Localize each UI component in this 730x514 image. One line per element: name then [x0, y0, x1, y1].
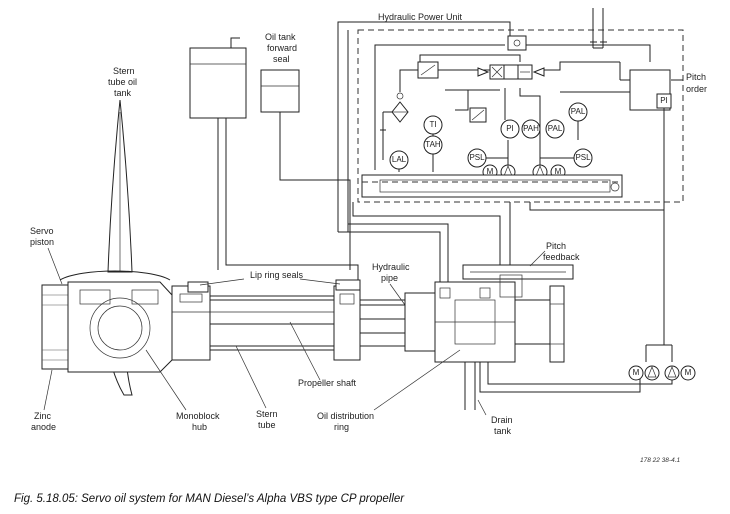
hpu-to-od-box-piping: [338, 202, 664, 290]
zinc-anode-label-1: Zinc: [34, 411, 52, 421]
hpu-tank-heater: [379, 179, 611, 193]
hpu-supply-pipes: [590, 8, 607, 49]
svg-text:TI: TI: [429, 120, 436, 129]
svg-text:M: M: [555, 167, 562, 176]
oil-tank-fwd-label-3: seal: [273, 54, 290, 64]
hpu-internal-piping: [337, 21, 651, 232]
svg-text:PSL: PSL: [469, 153, 485, 162]
standby-pumps: M M: [628, 210, 696, 381]
hydraulic-pipe-label-1: Hydraulic: [372, 262, 410, 272]
servo-piston-label-2: piston: [30, 237, 54, 247]
svg-text:PSL: PSL: [575, 153, 591, 162]
hydraulic-power-unit-boundary: [357, 29, 684, 203]
instrument-psl-right: PSL: [573, 148, 593, 168]
instrument-pah: PAH: [521, 119, 541, 139]
propeller-shaft-label: Propeller shaft: [298, 378, 357, 388]
pitch-feedback-label-1: Pitch: [546, 241, 566, 251]
instrument-tah: TAH: [423, 135, 443, 155]
zinc-anode-label-2: anode: [31, 422, 56, 432]
hpu-oil-tank: [361, 174, 623, 198]
pitch-feedback-label-2: feedback: [543, 252, 580, 262]
oil-distribution-box: [404, 281, 565, 363]
instrument-ti: TI: [423, 115, 443, 135]
instrument-psl-left: PSL: [467, 148, 487, 168]
hpu-label: Hydraulic Power Unit: [378, 12, 463, 22]
oil-distribution-ring-label-2: ring: [334, 422, 349, 432]
drawing-reference: 178 22 38-4.1: [640, 457, 681, 464]
monoblock-hub-label-1: Monoblock: [176, 411, 220, 421]
svg-text:M: M: [685, 368, 692, 377]
stern-tube-tank-label-2: tube oil: [108, 77, 137, 87]
instrument-pal-upper: PAL: [568, 102, 588, 122]
servo-piston-hub-assembly: [41, 270, 173, 373]
instrument-lal: LAL: [389, 150, 409, 170]
oil-distribution-ring-label-1: Oil distribution: [317, 411, 374, 421]
oil-filter: [380, 92, 409, 160]
lip-ring-seals-label: Lip ring seals: [250, 270, 304, 280]
pitch-order-label-1: Pitch: [686, 72, 706, 82]
svg-text:LAL: LAL: [392, 155, 407, 164]
aft-lip-ring-seal: [187, 281, 209, 293]
oil-tank-fwd-label-1: Oil tank: [265, 32, 296, 42]
stern-tube-label-1: Stern: [256, 409, 278, 419]
svg-text:M: M: [487, 167, 494, 176]
svg-text:PI: PI: [506, 124, 514, 133]
svg-text:PAH: PAH: [523, 124, 539, 133]
pressure-relief-valve: [417, 61, 487, 123]
directional-control-valve: [477, 35, 545, 80]
stern-tube-tank-label-3: tank: [114, 88, 132, 98]
svg-text:PAL: PAL: [548, 124, 563, 133]
svg-text:PI: PI: [660, 96, 668, 105]
svg-text:M: M: [633, 368, 640, 377]
figure-caption: Fig. 5.18.05: Servo oil system for MAN D…: [14, 493, 405, 505]
pitch-feedback-unit: [462, 250, 574, 298]
drain-tank-label-2: tank: [494, 426, 512, 436]
svg-text:TAH: TAH: [425, 140, 441, 149]
pitch-order-panel: PI: [560, 62, 683, 210]
monoblock-hub-label-2: hub: [192, 422, 207, 432]
instrument-pal-lower: PAL: [545, 119, 565, 139]
oil-tank-fwd-label-2: forward: [267, 43, 297, 53]
drain-tank-label-1: Drain: [491, 415, 513, 425]
forward-seal-oil-tank: [189, 37, 359, 280]
forward-lip-ring-seal: [335, 279, 361, 291]
pitch-order-label-2: order: [686, 84, 707, 94]
instrument-pi: PI: [500, 119, 520, 139]
hydraulic-pipe-label-2: pipe: [381, 273, 398, 283]
stern-tube-tank-label-1: Stern: [113, 66, 135, 76]
svg-text:PAL: PAL: [571, 107, 586, 116]
stern-tube-label-2: tube: [258, 420, 276, 430]
servo-piston-label-1: Servo: [30, 226, 54, 236]
